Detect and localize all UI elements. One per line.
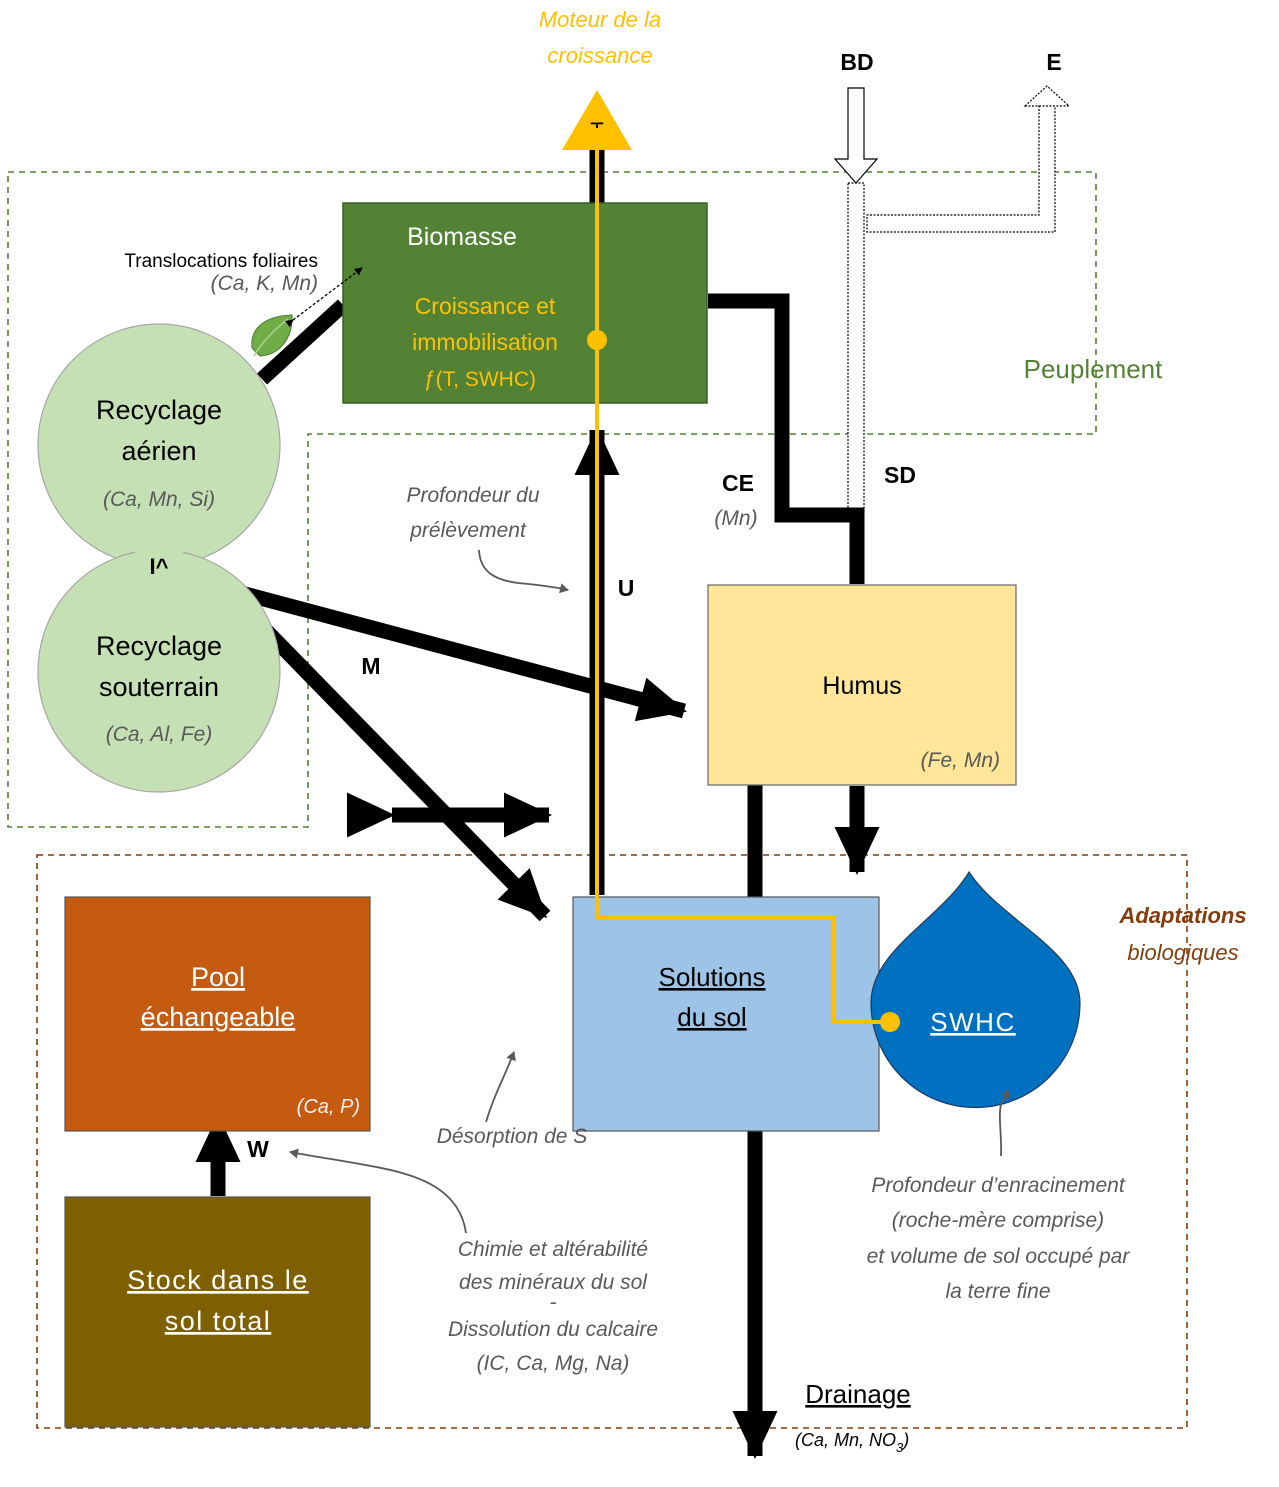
recycling-separator: I^ (150, 554, 169, 579)
foliar-translocation-arrow (285, 267, 363, 328)
arrow-ce (708, 293, 865, 584)
growth-node-swhc (880, 1012, 900, 1032)
sd-hollow-channel (847, 182, 865, 514)
recycling-below-line2: souterrain (99, 672, 219, 702)
arrow-recycling-to-humus (228, 582, 687, 722)
rooting-arrow (998, 1088, 1011, 1157)
desorption-label: Désorption de S (437, 1125, 588, 1148)
adaptations-line1: Adaptations (1118, 903, 1246, 928)
swhc-label: SWHC (930, 1007, 1015, 1037)
biomass-sub-2: immobilisation (412, 329, 558, 355)
ce-elements: (Mn) (714, 507, 757, 530)
solutions-line1: Solutions (659, 962, 766, 992)
recycling-below-elements: (Ca, Al, Fe) (106, 723, 213, 746)
pool-box (64, 896, 371, 1132)
u-label: U (618, 575, 635, 601)
uptake-depth-arrow (478, 549, 569, 594)
weathering-1: Chimie et altérabilité (458, 1238, 648, 1261)
rooting-4: la terre fine (945, 1280, 1050, 1303)
stand-label: Peuplement (1024, 354, 1164, 384)
solutions-box (572, 896, 880, 1132)
weathering-5: (IC, Ca, Mg, Na) (477, 1352, 630, 1375)
biomass-sub-3: ƒ(T, SWHC) (424, 368, 536, 391)
uptake-depth-1: Profondeur du (406, 484, 539, 507)
drainage-elements: (Ca, Mn, NO3) (795, 1430, 909, 1455)
growth-driver-path (595, 128, 890, 1024)
growth-driver-triangle (562, 90, 632, 150)
bd-label: BD (840, 49, 873, 75)
pool-line2: échangeable (141, 1002, 296, 1032)
ce-label: CE (722, 470, 754, 496)
stand-boundary (7, 171, 1097, 828)
recycling-below-line1: Recyclage (96, 631, 222, 661)
drainage-label: Drainage (805, 1379, 911, 1409)
adaptations-line2: biologiques (1127, 940, 1238, 965)
swhc-drop (870, 870, 1081, 1109)
stock-line1: Stock dans le (127, 1265, 309, 1295)
biomass-title: Biomasse (407, 223, 517, 251)
weathering-3: - (550, 1291, 557, 1314)
stock-line2: sol total (165, 1306, 272, 1336)
uptake-depth-2: prélèvement (409, 519, 527, 542)
growth-node-biomass (587, 330, 607, 350)
weathering-4: Dissolution du calcaire (448, 1318, 658, 1341)
m-label: M (361, 653, 380, 679)
biomass-sub-1: Croissance et (415, 293, 556, 319)
recycling-above-line1: Recyclage (96, 395, 222, 425)
humus-box (707, 584, 1017, 786)
pool-line1: Pool (191, 962, 245, 992)
pool-elements: (Ca, P) (297, 1096, 360, 1118)
w-label: W (247, 1136, 269, 1162)
foliar-elements: (Ca, K, Mn) (211, 272, 318, 295)
arrow-m (242, 606, 551, 922)
recycling-neck (135, 540, 183, 576)
rooting-2: (roche-mère comprise) (892, 1209, 1104, 1232)
e-hollow-arrow (866, 85, 1071, 233)
recycling-below-circle (37, 549, 281, 793)
recycling-above-elements: (Ca, Mn, Si) (103, 488, 215, 511)
e-label: E (1046, 49, 1061, 75)
rooting-1: Profondeur d’enracinement (871, 1174, 1125, 1197)
bd-hollow-arrow (833, 87, 879, 184)
desorption-arrow (485, 1051, 516, 1123)
stock-box (64, 1196, 371, 1428)
rooting-3: et volume de sol occupé par (867, 1245, 1131, 1268)
weathering-arrow (289, 1148, 467, 1234)
growth-driver-label-1: Moteur de la (539, 7, 661, 32)
solutions-line2: du sol (677, 1002, 746, 1032)
sd-label: SD (884, 462, 916, 488)
humus-title: Humus (822, 672, 901, 700)
soil-boundary (36, 854, 1188, 1429)
foliar-label: Translocations foliaires (124, 251, 318, 272)
recycling-above-line2: aérien (121, 436, 196, 466)
humus-elements: (Fe, Mn) (921, 749, 1000, 772)
growth-driver-label-2: croissance (547, 43, 652, 68)
biomass-box (342, 202, 708, 404)
weathering-2: des minéraux du sol (459, 1271, 648, 1294)
